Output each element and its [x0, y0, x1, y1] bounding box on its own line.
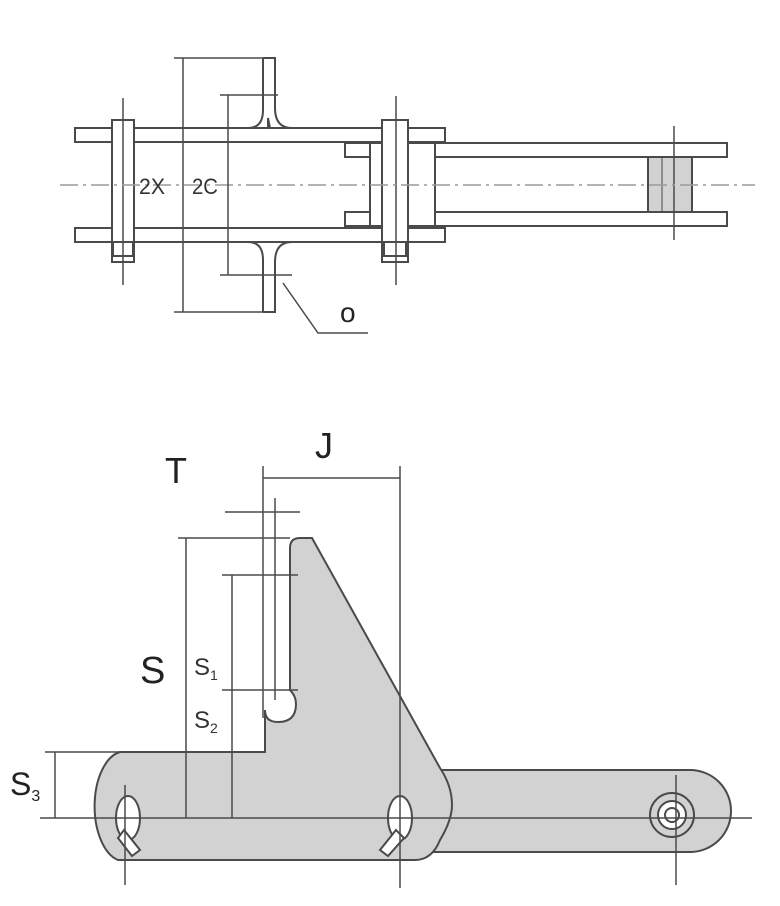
label-s1-sub: 1 [210, 667, 218, 683]
label-s2-sub: 2 [210, 720, 218, 736]
attachment-link-plate [93, 537, 454, 861]
label-s2-base: S [194, 707, 210, 734]
middle-pin [381, 119, 409, 263]
label-s1-base: S [194, 654, 210, 681]
middle-pin-cotter [378, 828, 406, 858]
bottom-outer-plate [74, 227, 446, 243]
attachment-wing-bottom [263, 241, 293, 313]
attachment-wing-top [263, 57, 293, 129]
side-view [93, 537, 732, 861]
bottom-inner-plate [344, 211, 728, 227]
label-s2: S2 [194, 707, 218, 736]
inner-link-plate [374, 769, 732, 853]
label-s3: S3 [10, 766, 40, 805]
attachment-wing-bottom-inner [247, 241, 264, 312]
label-s1: S1 [194, 654, 218, 683]
side-view-dimensions [40, 466, 752, 888]
label-j: J [315, 425, 333, 466]
label-s3-sub: 3 [31, 788, 40, 805]
top-inner-plate [344, 142, 728, 158]
right-roller-inner [664, 807, 680, 823]
left-pin-cotter [116, 828, 142, 858]
top-outer-plate [74, 117, 446, 143]
label-t: T [165, 450, 187, 491]
top-view-dimensions [174, 57, 368, 334]
hole-leader-line [282, 282, 368, 334]
attachment-wing-top-inner [247, 58, 264, 129]
label-hole-diameter: o [340, 297, 356, 328]
middle-pin-cotter [383, 241, 407, 257]
top-view [74, 57, 728, 313]
label-2c: 2C [192, 174, 218, 199]
label-s3-base: S [10, 766, 31, 802]
label-2x: 2X [139, 174, 165, 199]
left-pin-cotter [112, 241, 134, 257]
label-s: S [140, 650, 165, 692]
